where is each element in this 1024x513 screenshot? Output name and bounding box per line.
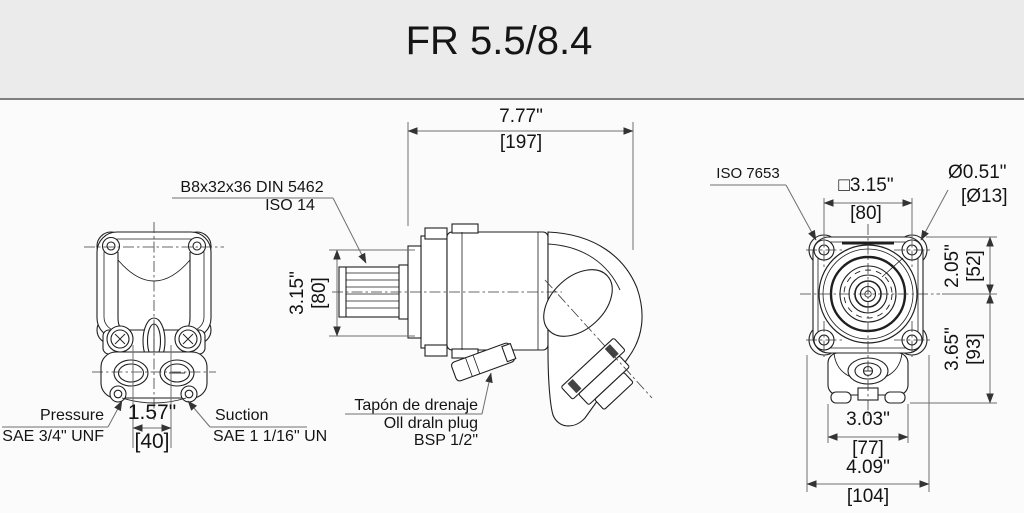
dim-overall-length-in: 7.77": [499, 106, 543, 127]
dim-pilot-dia-in: 3.15": [287, 271, 309, 315]
suction-port-spec: SAE 1 1/16" UN: [213, 428, 328, 445]
centerlines: [84, 222, 940, 420]
shaft-spline-standard: ISO 14: [265, 197, 315, 214]
dim-bolt-square-in: □3.15": [838, 175, 894, 196]
pump-side-view-drawing: [338, 223, 643, 427]
shaft-spline-label: B8x32x36 DIN 5462: [180, 179, 324, 196]
dim-port-spacing-mm: [40]: [134, 430, 170, 453]
suction-port-label: Suction: [215, 407, 269, 424]
dim-port-spacing-in: 1.57": [127, 401, 177, 424]
dim-upper-offset-mm: [52]: [964, 250, 986, 282]
dim-hole-dia-mm: [Ø13]: [961, 186, 1008, 207]
pressure-port-spec: SAE 3/4" UNF: [2, 428, 104, 445]
drain-plug-label-es: Tapón de drenaje: [354, 397, 478, 414]
dim-bolt-square-mm: [80]: [850, 203, 882, 224]
dim-pilot-dia-mm: [80]: [309, 277, 331, 309]
pressure-port-label: Pressure: [39, 407, 104, 424]
dim-hole-dia-in: Ø0.51": [948, 162, 1007, 183]
dim-overall-width-in: 4.09": [846, 457, 890, 478]
dim-lower-offset-in: 3.65": [942, 327, 964, 371]
pump-rear-view-drawing: [808, 234, 928, 404]
dim-upper-offset-in: 2.05": [942, 244, 964, 288]
page-title: FR 5.5/8.4: [405, 19, 593, 63]
mount-standard-label: ISO 7653: [716, 165, 780, 182]
dimension-lines: [2, 122, 997, 492]
dim-lower-offset-mm: [93]: [964, 333, 986, 365]
title-band: [0, 0, 1024, 100]
dim-body-width-mm: [77]: [852, 438, 884, 459]
drain-plug-thread: BSP 1/2": [413, 432, 478, 449]
dim-overall-length-mm: [197]: [499, 132, 543, 153]
drain-plug-label-en: Oll draln plug: [383, 415, 478, 432]
dim-body-width-in: 3.03": [846, 409, 890, 430]
dim-overall-width-mm: [104]: [846, 486, 890, 507]
